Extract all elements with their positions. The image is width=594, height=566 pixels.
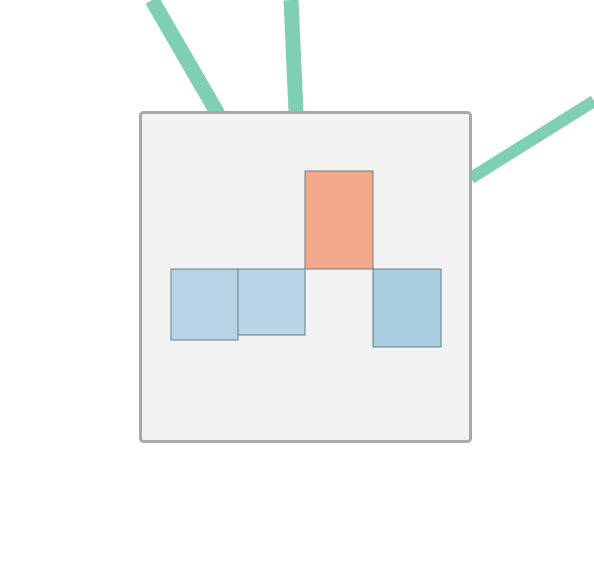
node[interactable] <box>139 111 472 443</box>
cell-middle <box>237 268 306 336</box>
cell-right <box>372 268 442 348</box>
edge-left <box>145 0 225 118</box>
cell-top <box>304 170 374 270</box>
edge-right <box>467 95 594 184</box>
edge-middle <box>283 0 304 113</box>
cell-left <box>170 268 239 341</box>
edges <box>145 0 594 184</box>
